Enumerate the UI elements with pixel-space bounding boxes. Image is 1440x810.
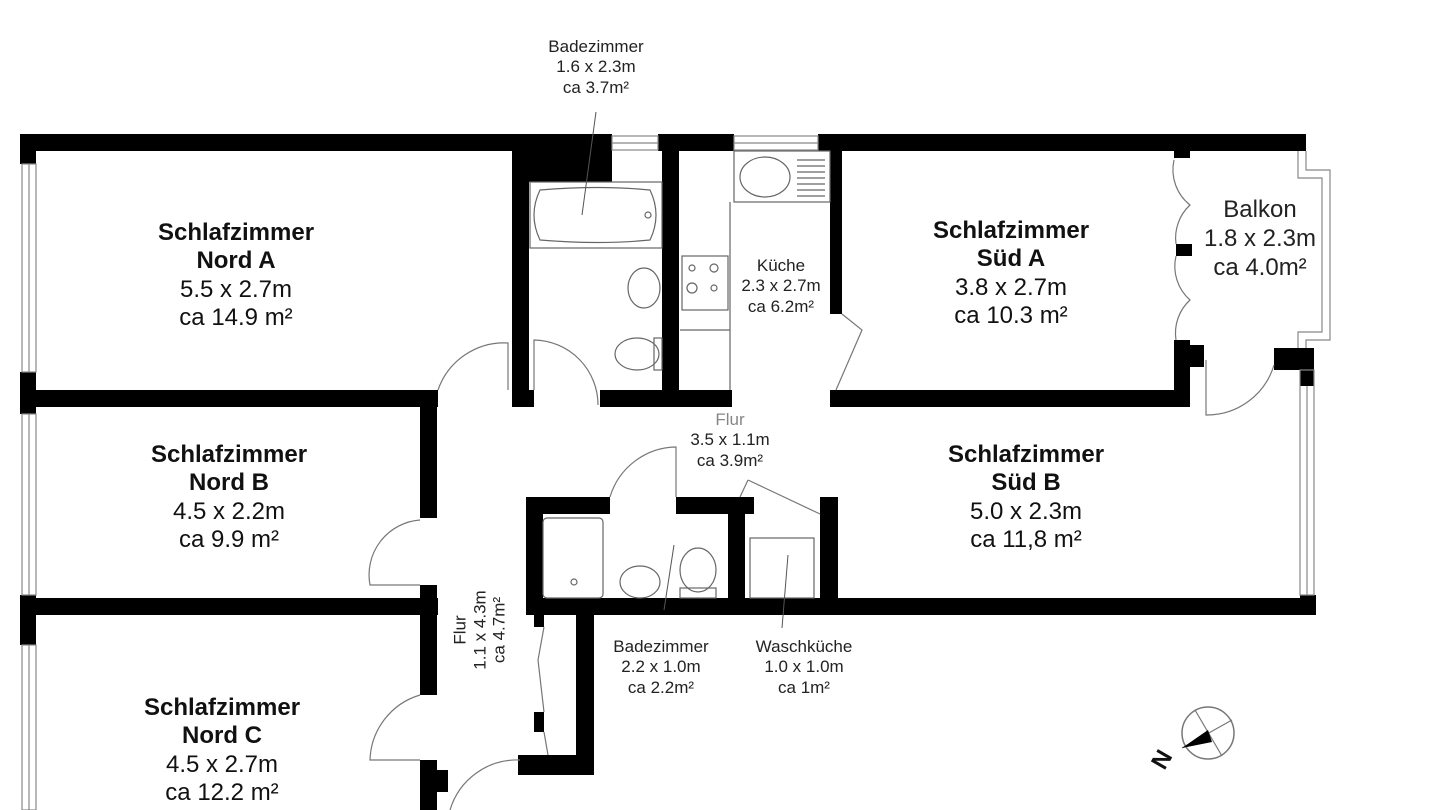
room-dimensions: 3.5 x 1.1m xyxy=(690,430,770,450)
room-label-waschkueche: Waschküche 1.0 x 1.0m ca 1m² xyxy=(756,637,853,698)
room-name: Balkon xyxy=(1223,196,1297,223)
room-area: ca 4.7m² xyxy=(489,596,509,664)
room-label-balkon: Balkon 1.8 x 2.3m ca 4.0m² xyxy=(1204,196,1316,282)
room-area: ca 9.9 m² xyxy=(178,525,280,553)
room-name: Schlafzimmer xyxy=(932,217,1090,244)
room-area: ca 3.9m² xyxy=(696,450,764,470)
room-name: Schlafzimmer xyxy=(143,694,301,721)
room-label-schlafzimmer-sued-b: Schlafzimmer Süd B 5.0 x 2.3m ca 11,8 m² xyxy=(948,441,1104,554)
room-dimensions: 4.5 x 2.7m xyxy=(165,750,279,778)
room-area: ca 4.0m² xyxy=(1213,253,1307,281)
room-area: ca 3.7m² xyxy=(562,77,630,97)
fixtures xyxy=(529,150,831,599)
doors xyxy=(368,159,1275,810)
room-label-schlafzimmer-nord-b: Schlafzimmer Nord B 4.5 x 2.2m ca 9.9 m² xyxy=(151,441,307,554)
room-area: ca 1m² xyxy=(778,677,830,697)
room-label-schlafzimmer-nord-c: Schlafzimmer Nord C 4.5 x 2.7m ca 12.2 m… xyxy=(144,694,300,807)
leader-lines xyxy=(581,111,789,629)
room-name: Nord A xyxy=(196,247,276,275)
room-name: Waschküche xyxy=(755,637,853,656)
room-name: Flur xyxy=(715,410,745,429)
room-dimensions: 4.5 x 2.2m xyxy=(172,497,286,525)
walls xyxy=(20,134,1316,810)
room-dimensions: 5.5 x 2.7m xyxy=(179,275,293,303)
room-dimensions: 1.8 x 2.3m xyxy=(1203,224,1317,252)
room-area: ca 6.2m² xyxy=(747,296,815,316)
room-area: ca 12.2 m² xyxy=(165,778,279,806)
room-name: Nord B xyxy=(189,469,269,497)
room-label-schlafzimmer-sued-a: Schlafzimmer Süd A 3.8 x 2.7m ca 10.3 m² xyxy=(933,217,1089,330)
windows xyxy=(21,135,1331,810)
room-name: Schlafzimmer xyxy=(157,219,315,246)
room-name: Süd B xyxy=(991,469,1061,497)
room-label-badezimmer-small: Badezimmer 2.2 x 1.0m ca 2.2m² xyxy=(613,637,708,698)
room-label-flur-horizontal: Flur 3.5 x 1.1m ca 3.9m² xyxy=(690,410,769,471)
room-label-schlafzimmer-nord-a: Schlafzimmer Nord A 5.5 x 2.7m ca 14.9 m… xyxy=(158,219,314,332)
room-label-kueche: Küche 2.3 x 2.7m ca 6.2m² xyxy=(741,256,820,317)
room-name: Nord C xyxy=(182,722,262,750)
room-area: ca 11,8 m² xyxy=(970,525,1082,553)
room-area: ca 10.3 m² xyxy=(954,301,1068,329)
room-name: Badezimmer xyxy=(548,37,644,56)
room-name: Badezimmer xyxy=(613,637,709,656)
room-dimensions: 1.6 x 2.3m xyxy=(556,57,636,77)
room-name: Küche xyxy=(756,256,806,275)
room-dimensions: 3.8 x 2.7m xyxy=(954,273,1068,301)
compass-rose-icon xyxy=(1181,706,1235,760)
room-dimensions: 1.1 x 4.3m xyxy=(470,590,490,670)
room-area: ca 2.2m² xyxy=(627,677,695,697)
room-name: Flur xyxy=(450,615,470,645)
room-dimensions: 2.2 x 1.0m xyxy=(621,657,701,677)
compass: N xyxy=(1146,700,1240,780)
room-label-flur-vertical: Flur 1.1 x 4.3m ca 4.7m² xyxy=(451,590,510,669)
room-dimensions: 1.0 x 1.0m xyxy=(764,657,844,677)
room-area: ca 14.9 m² xyxy=(179,303,293,331)
room-label-badezimmer-top: Badezimmer 1.6 x 2.3m ca 3.7m² xyxy=(548,37,643,98)
room-dimensions: 5.0 x 2.3m xyxy=(969,497,1083,525)
room-name: Süd A xyxy=(976,245,1046,273)
room-dimensions: 2.3 x 2.7m xyxy=(741,276,821,296)
room-name: Schlafzimmer xyxy=(150,441,308,468)
room-name: Schlafzimmer xyxy=(947,441,1105,468)
